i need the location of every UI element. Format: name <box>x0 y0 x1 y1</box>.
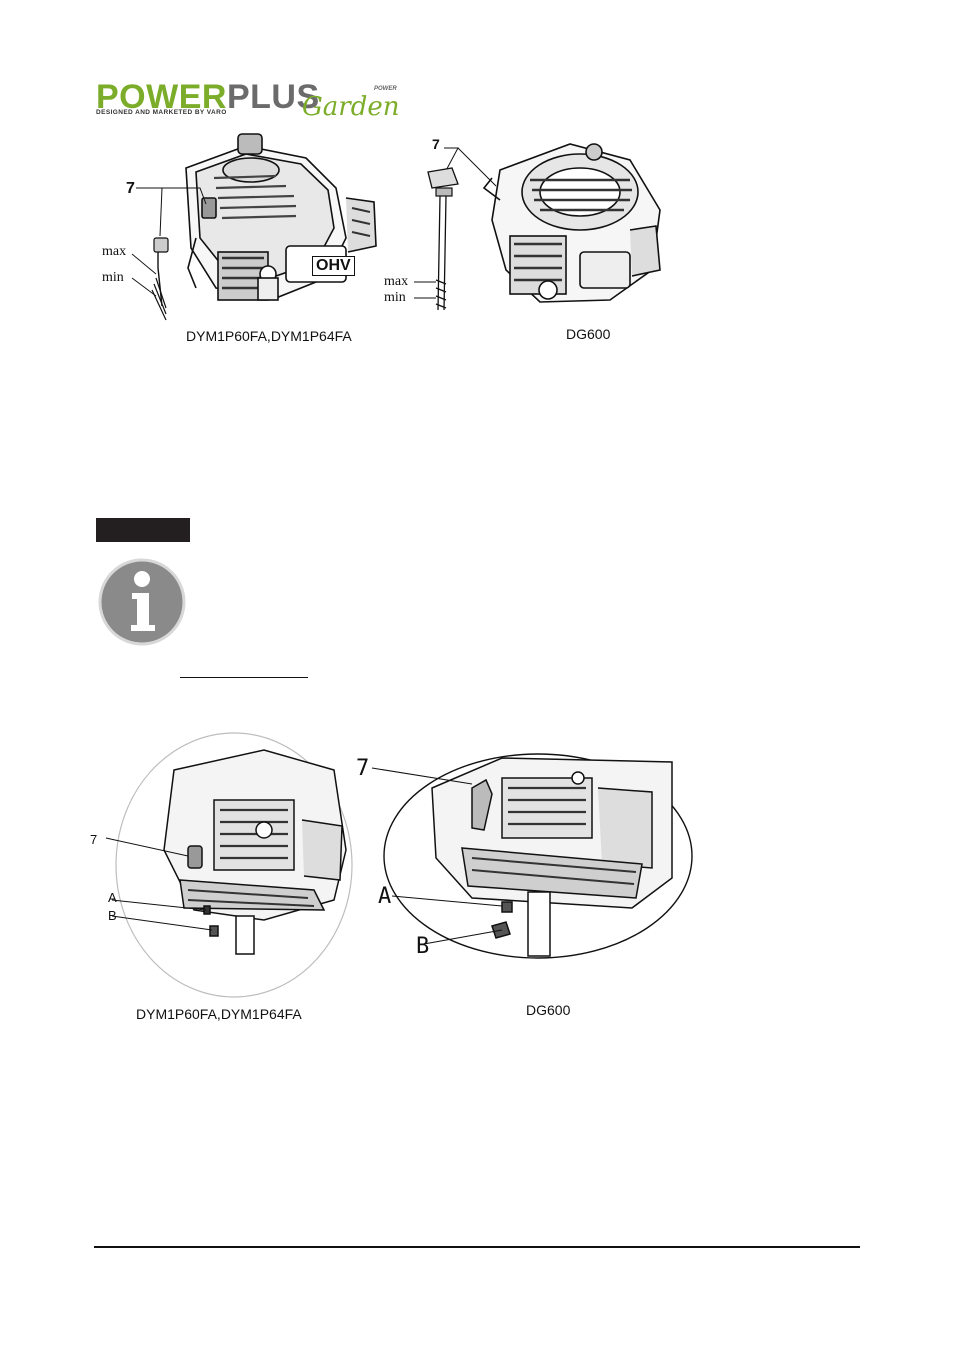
ohv-badge: OHV <box>312 256 355 276</box>
figure2-right: 7 A B <box>352 748 693 968</box>
logo-plus-text: PLUS <box>226 78 320 116</box>
min-label-left: min <box>102 270 124 285</box>
label-b-fig2-left: B <box>108 908 117 923</box>
max-label-left: max <box>102 244 127 259</box>
underline-rule <box>180 677 308 678</box>
engine-illustration-dym <box>131 133 377 321</box>
max-label-right: max <box>384 274 409 289</box>
label-a-fig2-left: A <box>108 890 117 905</box>
figure1-left-caption: DYM1P60FA,DYM1P64FA <box>186 328 352 344</box>
figure2-left: 7 A B <box>84 730 364 1000</box>
logo-power-text: POWER <box>96 78 227 116</box>
figure1-right-caption: DG600 <box>566 326 611 342</box>
min-label-right: min <box>384 290 406 305</box>
footer-rule <box>94 1246 860 1248</box>
logo-garden-text: Garden <box>302 92 400 122</box>
drain-plug-illustration-dg600 <box>371 753 693 959</box>
logo-subtitle: DESIGNED AND MARKETED BY VARO <box>96 109 227 116</box>
callout-7-fig2-left: 7 <box>90 832 98 847</box>
note-bar <box>96 518 190 542</box>
figure2-right-caption: DG600 <box>526 1002 571 1018</box>
engine-illustration-dg600 <box>414 143 661 311</box>
brand-logo: POWERPLUS DESIGNED AND MARKETED BY VARO … <box>96 80 416 124</box>
callout-7-right: 7 <box>432 136 440 152</box>
callout-7-left: 7 <box>126 180 135 197</box>
drain-plug-illustration-dym <box>105 732 353 998</box>
figure1-right: 7 max min <box>380 130 680 330</box>
figure1-left: 7 max min OHV <box>96 128 396 348</box>
label-a-fig2-right: A <box>378 884 392 909</box>
figure2-left-caption: DYM1P60FA,DYM1P64FA <box>136 1006 302 1022</box>
label-b-fig2-right: B <box>416 934 430 959</box>
callout-7-fig2-right: 7 <box>356 756 370 781</box>
logo-mini-mark: POWER <box>374 86 397 92</box>
info-icon <box>98 558 186 646</box>
